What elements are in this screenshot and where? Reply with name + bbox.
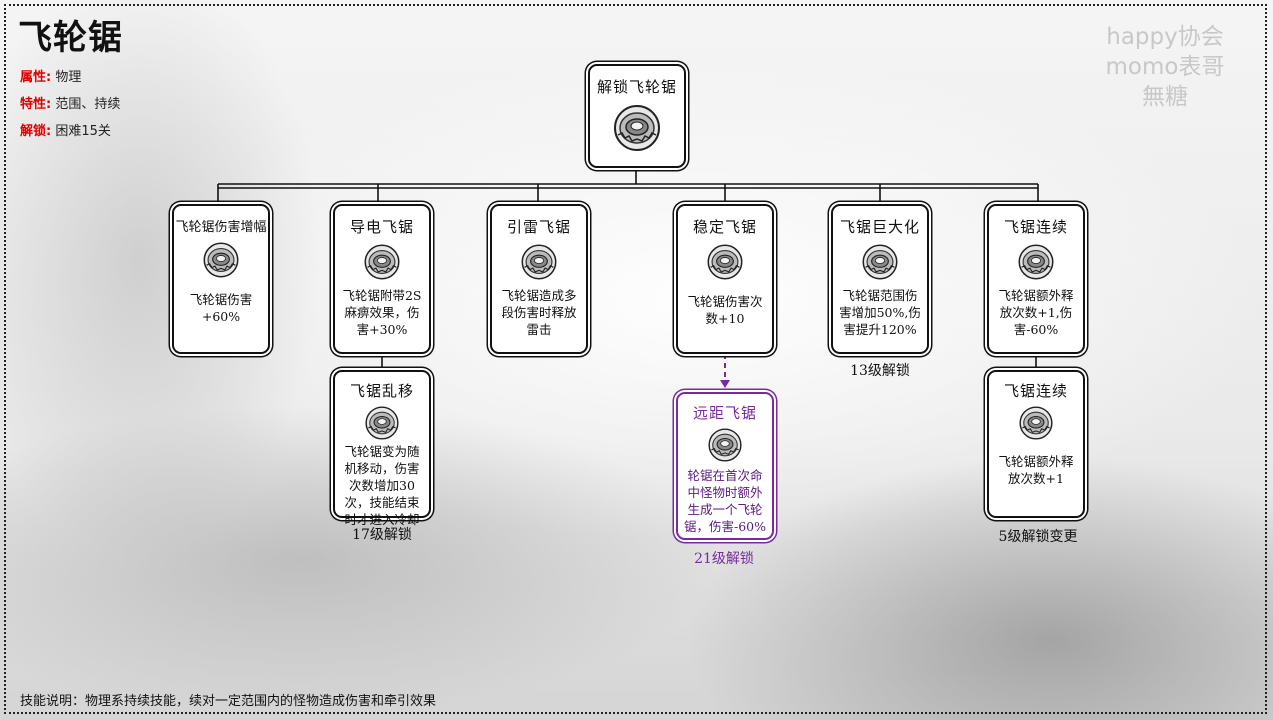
skill-desc: 飞轮锯造成多段伤害时释放雷击 — [501, 288, 577, 337]
skill-name: 飞锯乱移 — [349, 382, 414, 400]
trait-row: 特性: 范围、持续 — [20, 93, 120, 112]
unlock-key: 解锁: — [20, 124, 52, 139]
skill-desc: 飞轮锯伤害次数+10 — [687, 294, 763, 326]
skill-card-range[interactable]: 远距飞锯 轮锯在首次命中怪物时额外生成一个飞轮锯，伤害-60% — [676, 392, 774, 540]
skill-name: 稳定飞锯 — [692, 218, 757, 236]
skill-name: 导电飞锯 — [349, 218, 414, 236]
unlock-value: 困难15关 — [55, 124, 111, 139]
watermark: happy协会 momo表哥 無糖 — [1085, 22, 1245, 112]
skill-name: 远距飞锯 — [692, 404, 757, 422]
saw-wheel-icon — [364, 244, 400, 280]
unlock-level-label: 17级解锁 — [352, 527, 412, 543]
skill-card-amp[interactable]: 飞轮锯伤害增幅 飞轮锯伤害+60% — [172, 204, 270, 354]
unlock-row: 解锁: 困难15关 — [20, 120, 111, 139]
skill-name: 引雷飞锯 — [506, 218, 571, 236]
saw-wheel-icon — [708, 428, 742, 462]
watermark-line: 無糖 — [1142, 84, 1188, 110]
unlock-level-label: 5级解锁变更 — [998, 529, 1078, 545]
saw-wheel-icon — [862, 244, 898, 280]
saw-wheel-icon — [614, 105, 660, 151]
skill-card-thunder[interactable]: 引雷飞锯 飞轮锯造成多段伤害时释放雷击 — [490, 204, 588, 354]
saw-wheel-icon — [365, 406, 399, 440]
skill-card-giant[interactable]: 飞锯巨大化 飞轮锯范围伤害增加50%,伤害提升120% — [831, 204, 929, 354]
skill-name: 飞锯连续 — [1003, 382, 1068, 400]
saw-wheel-icon — [707, 244, 743, 280]
skill-name: 飞锯巨大化 — [839, 218, 920, 236]
skill-card-chain2[interactable]: 飞锯连续 飞轮锯额外释放次数+1 — [987, 370, 1085, 518]
attribute-key: 属性: — [20, 70, 52, 85]
skill-desc: 飞轮锯额外释放次数+1,伤害-60% — [998, 288, 1074, 337]
saw-wheel-icon — [203, 242, 239, 278]
skill-desc: 飞轮锯范围伤害增加50%,伤害提升120% — [839, 288, 921, 337]
skill-desc: 飞轮锯伤害+60% — [189, 292, 253, 324]
dotted-frame — [4, 4, 1267, 714]
unlock-level-label: 21级解锁 — [694, 551, 754, 567]
root-card[interactable]: 解锁飞轮锯 — [588, 64, 686, 168]
skill-description: 技能说明：物理系持续技能，续对一定范围内的怪物造成伤害和牵引效果 — [20, 694, 437, 709]
unlock-level-label: 13级解锁 — [850, 363, 910, 379]
trait-key: 特性: — [20, 97, 52, 112]
root-name: 解锁飞轮锯 — [596, 78, 677, 96]
skill-desc: 飞轮锯变为随机移动，伤害次数增加30次，技能结束时才进入冷却 — [344, 444, 420, 527]
skill-desc: 轮锯在首次命中怪物时额外生成一个飞轮锯，伤害-60% — [684, 468, 767, 534]
page-title: 飞轮锯 — [18, 18, 123, 58]
watermark-line: happy协会 — [1106, 24, 1224, 50]
skill-card-chaos[interactable]: 飞锯乱移 飞轮锯变为随机移动，伤害次数增加30次，技能结束时才进入冷却 — [333, 370, 431, 527]
skill-desc: 飞轮锯附带2S麻痹效果，伤害+30% — [342, 288, 422, 337]
saw-wheel-icon — [521, 244, 557, 280]
skill-card-chain[interactable]: 飞锯连续 飞轮锯额外释放次数+1,伤害-60% — [987, 204, 1085, 354]
attribute-row: 属性: 物理 — [20, 66, 81, 85]
skill-desc: 飞轮锯额外释放次数+1 — [998, 454, 1074, 486]
skill-card-elec[interactable]: 导电飞锯 飞轮锯附带2S麻痹效果，伤害+30% — [333, 204, 431, 354]
skill-name: 飞锯连续 — [1003, 218, 1068, 236]
saw-wheel-icon — [1019, 406, 1053, 440]
watermark-line: momo表哥 — [1105, 54, 1225, 80]
skill-name: 飞轮锯伤害增幅 — [175, 220, 267, 235]
attribute-value: 物理 — [55, 70, 82, 85]
saw-wheel-icon — [1018, 244, 1054, 280]
skill-card-stable[interactable]: 稳定飞锯 飞轮锯伤害次数+10 — [676, 204, 774, 354]
trait-value: 范围、持续 — [55, 97, 121, 112]
